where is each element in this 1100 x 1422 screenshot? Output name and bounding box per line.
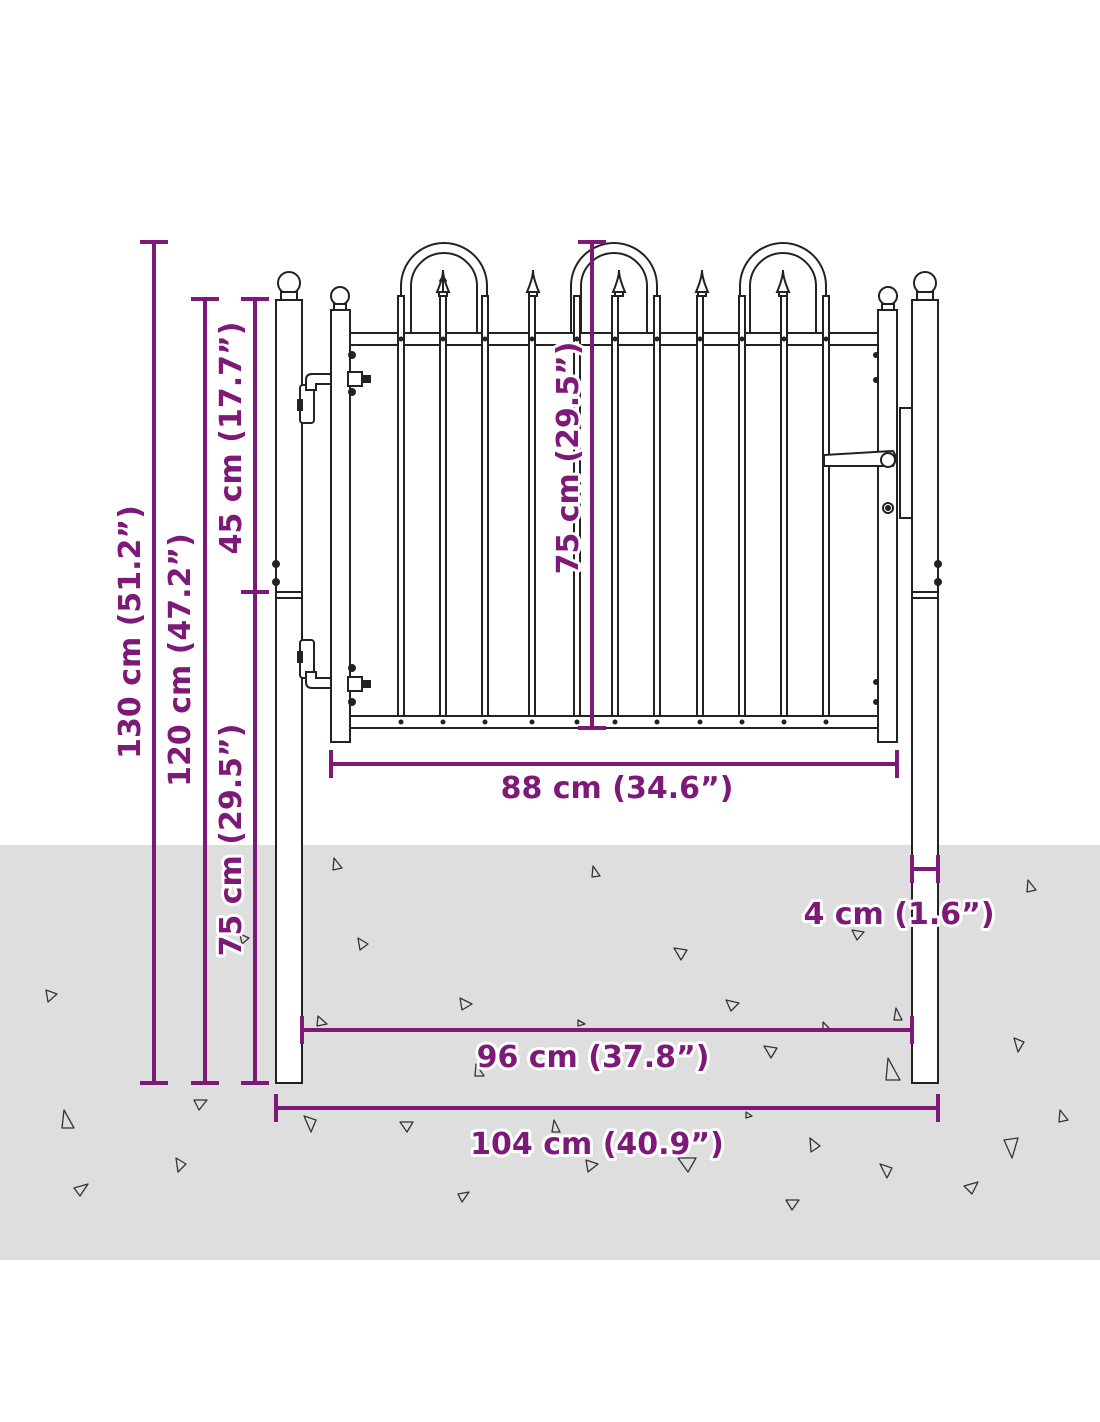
right-post — [911, 299, 939, 1084]
gate-rivets — [398, 336, 829, 725]
post-width-label: 4 cm (1.6”) — [803, 897, 994, 932]
right-post-ball-cap — [913, 271, 937, 295]
total-height-label: 130 cm (51.2”) — [113, 505, 148, 759]
gate-height-center-label: 75 cm (29.5”) — [551, 342, 586, 575]
gate-arches — [400, 242, 827, 334]
left-post-ball-cap — [277, 271, 301, 295]
gate-lower-label: 75 cm (29.5”) — [214, 724, 249, 957]
gate-pickets — [397, 295, 830, 717]
gate-right-stile — [877, 309, 898, 743]
left-post — [275, 299, 303, 1084]
upper-hinge — [297, 351, 371, 424]
lock-and-handle — [823, 407, 913, 519]
post-height-label: 120 cm (47.2”) — [163, 533, 198, 787]
total-width-label: 104 cm (40.9”) — [470, 1127, 724, 1162]
dimension-lines — [140, 240, 940, 1122]
gate-structure — [272, 242, 942, 1084]
gate-width-label: 88 cm (34.6”) — [501, 771, 734, 806]
lower-hinge — [297, 639, 371, 706]
gravel-pebbles — [45, 857, 1069, 1211]
gate-upper-label: 45 cm (17.7”) — [214, 322, 249, 555]
inner-width-label: 96 cm (37.8”) — [477, 1040, 710, 1075]
gate-spear-tips — [435, 269, 791, 297]
latch-plate — [899, 407, 913, 519]
